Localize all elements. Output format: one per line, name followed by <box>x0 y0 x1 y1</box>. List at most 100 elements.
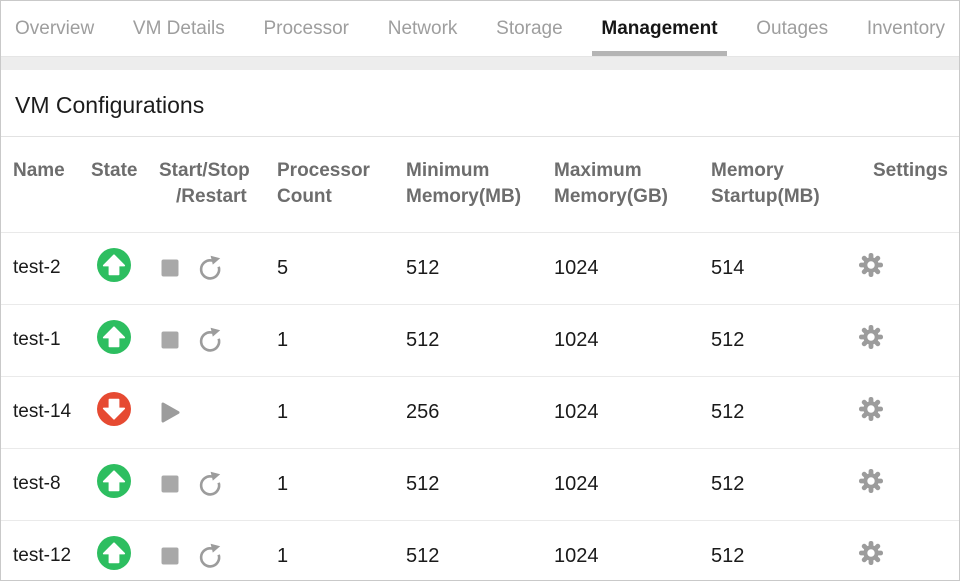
column-header-label: State <box>91 160 138 181</box>
state-badge <box>97 320 131 354</box>
column-header-maximum-memory: Maximum Memory(GB) <box>554 137 711 233</box>
vm-action-buttons <box>159 543 277 569</box>
processor-count: 5 <box>277 232 406 305</box>
column-header-label: Settings <box>873 160 948 181</box>
column-header-label: Maximum <box>554 160 642 181</box>
column-header-label: Start/Stop <box>159 160 250 181</box>
processor-count: 1 <box>277 304 406 377</box>
column-header-label: Count <box>277 186 332 207</box>
state-badge <box>97 464 131 498</box>
column-header-label: Startup(MB) <box>711 186 820 207</box>
table-header-row: Name State Start/Stop /Restart Processor… <box>1 137 959 233</box>
gear-icon <box>858 252 884 278</box>
min-memory: 256 <box>406 376 554 449</box>
max-memory: 1024 <box>554 520 711 580</box>
page-background-band <box>1 57 959 70</box>
vm-name: test-8 <box>1 448 91 521</box>
tab-storage[interactable]: Storage <box>496 17 563 39</box>
processor-count: 1 <box>277 376 406 449</box>
vm-name: test-1 <box>1 304 91 377</box>
stop-icon <box>161 259 179 277</box>
tab-vm-details[interactable]: VM Details <box>132 17 225 39</box>
table-row: test-14 <box>1 376 959 449</box>
min-memory: 512 <box>406 304 554 377</box>
vm-action-buttons <box>159 327 277 353</box>
stop-icon <box>161 475 179 493</box>
memory-startup: 514 <box>711 232 856 305</box>
vm-name: test-2 <box>1 232 91 305</box>
settings-button[interactable] <box>858 540 884 566</box>
vm-action-buttons <box>159 255 277 281</box>
stop-icon <box>161 547 179 565</box>
state-badge <box>97 536 131 570</box>
memory-startup: 512 <box>711 304 856 377</box>
content-panel: VM Configurations Name State Start/Stop … <box>1 70 959 580</box>
vm-name: test-12 <box>1 520 91 580</box>
min-memory: 512 <box>406 520 554 580</box>
vm-configurations-table: Name State Start/Stop /Restart Processor… <box>1 137 959 580</box>
vm-name: test-14 <box>1 376 91 449</box>
tab-processor[interactable]: Processor <box>263 17 350 39</box>
state-up-icon <box>97 320 131 354</box>
column-header-processor-count: Processor Count <box>277 137 406 233</box>
column-header-label: Memory(GB) <box>554 186 669 207</box>
restart-icon <box>198 255 223 281</box>
stop-button[interactable] <box>161 475 179 493</box>
column-header-state: State <box>91 137 159 233</box>
processor-count: 1 <box>277 520 406 580</box>
tab-outages[interactable]: Outages <box>756 17 829 39</box>
table-row: test-2 <box>1 232 959 305</box>
state-up-icon <box>97 536 131 570</box>
memory-startup: 512 <box>711 448 856 521</box>
state-badge <box>97 392 131 426</box>
tab-inventory[interactable]: Inventory <box>866 17 945 39</box>
column-header-label: Memory <box>711 160 784 181</box>
restart-button[interactable] <box>198 543 223 569</box>
state-down-icon <box>97 392 131 426</box>
page-title: VM Configurations <box>1 70 959 137</box>
restart-button[interactable] <box>198 327 223 353</box>
gear-icon <box>858 396 884 422</box>
column-header-label: Memory(MB) <box>406 186 522 207</box>
max-memory: 1024 <box>554 232 711 305</box>
settings-button[interactable] <box>858 324 884 350</box>
gear-icon <box>858 324 884 350</box>
memory-startup: 512 <box>711 376 856 449</box>
column-header-name: Name <box>1 137 91 233</box>
gear-icon <box>858 468 884 494</box>
settings-button[interactable] <box>858 396 884 422</box>
vm-table-body: test-2 <box>1 232 959 580</box>
column-header-label: Minimum <box>406 160 490 181</box>
restart-icon <box>198 327 223 353</box>
tab-bar: Overview VM Details Processor Network St… <box>1 1 959 57</box>
min-memory: 512 <box>406 232 554 305</box>
state-up-icon <box>97 248 131 282</box>
processor-count: 1 <box>277 448 406 521</box>
column-header-minimum-memory: Minimum Memory(MB) <box>406 137 554 233</box>
table-row: test-1 <box>1 304 959 377</box>
table-row: test-8 <box>1 448 959 521</box>
column-header-label: Processor <box>277 160 370 181</box>
tab-network[interactable]: Network <box>387 17 458 39</box>
restart-button[interactable] <box>198 255 223 281</box>
column-header-settings: Settings <box>856 137 959 233</box>
vm-action-buttons <box>159 402 277 423</box>
settings-button[interactable] <box>858 468 884 494</box>
stop-button[interactable] <box>161 547 179 565</box>
max-memory: 1024 <box>554 304 711 377</box>
column-header-start-stop-restart: Start/Stop /Restart <box>159 137 277 233</box>
state-up-icon <box>97 464 131 498</box>
restart-button[interactable] <box>198 471 223 497</box>
settings-button[interactable] <box>858 252 884 278</box>
stop-button[interactable] <box>161 331 179 349</box>
restart-icon <box>198 543 223 569</box>
column-header-memory-startup: Memory Startup(MB) <box>711 137 856 233</box>
stop-icon <box>161 331 179 349</box>
table-row: test-12 <box>1 520 959 580</box>
max-memory: 1024 <box>554 448 711 521</box>
tab-management[interactable]: Management <box>592 1 727 56</box>
tab-overview[interactable]: Overview <box>15 17 95 39</box>
stop-button[interactable] <box>161 259 179 277</box>
start-button[interactable] <box>161 402 180 423</box>
